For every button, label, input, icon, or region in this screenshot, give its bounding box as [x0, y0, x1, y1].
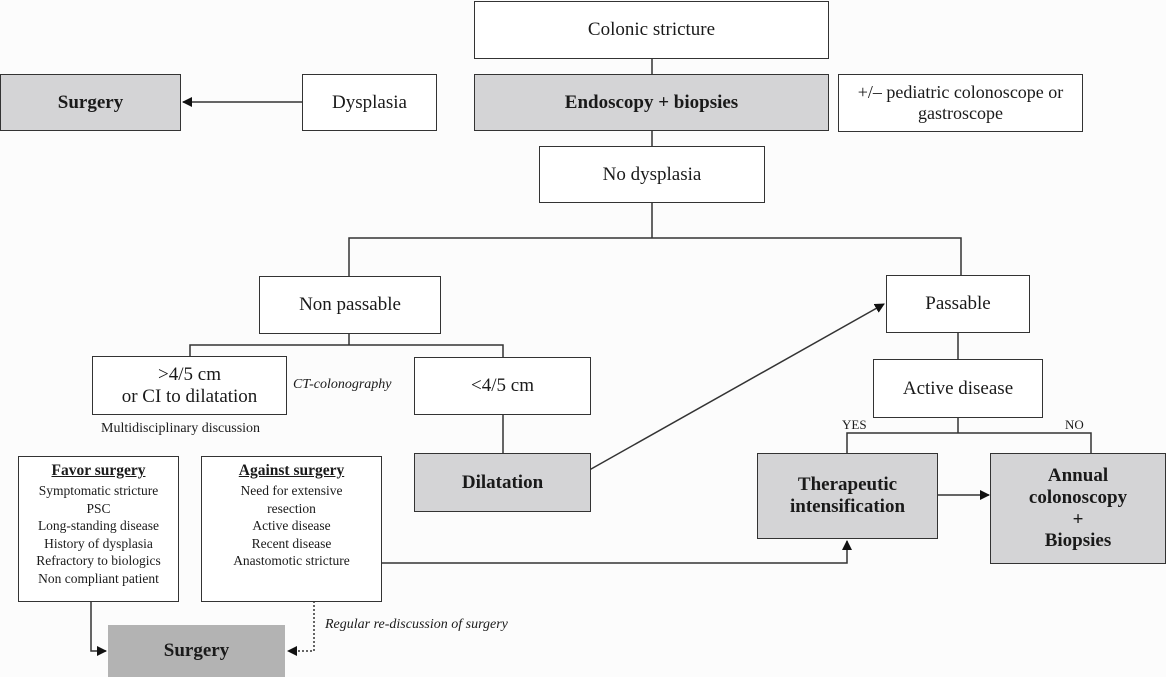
against-item: Anastomotic stricture — [233, 553, 350, 568]
node-label-line-2: intensification — [789, 496, 906, 517]
node-label: Surgery — [163, 640, 230, 662]
node-label-line-2: or CI to dilatation — [121, 385, 258, 407]
node-label: Colonic stricture — [587, 19, 716, 41]
node-annual-colonoscopy: Annual colonoscopy + Biopsies — [990, 453, 1166, 564]
edge-against-surgery-dotted — [287, 601, 315, 656]
node-label: <4/5 cm — [471, 375, 534, 397]
edge-favor-surgery — [90, 601, 107, 656]
node-colonic-stricture: Colonic stricture — [474, 1, 829, 59]
favor-surgery-box: Favor surgery Symptomatic stricture PSC … — [18, 456, 179, 602]
note-pediatric-colonoscope: +/– pediatric colonoscope or gastroscope — [838, 74, 1083, 132]
node-label-line-1: >4/5 cm — [158, 363, 221, 385]
node-label: No dysplasia — [602, 163, 702, 185]
against-item: resection — [267, 500, 316, 516]
node-active-disease: Active disease — [873, 359, 1043, 418]
favor-item: Long-standing disease — [37, 518, 160, 533]
favor-item: History of dysplasia — [44, 535, 153, 551]
node-label: Dilatation — [461, 471, 544, 493]
node-label: Surgery — [57, 91, 124, 113]
node-non-passable: Non passable — [259, 276, 441, 334]
node-label: Non passable — [299, 294, 401, 316]
ct-colonography-label: CT-colonography — [293, 377, 392, 392]
rediscussion-label: Regular re-discussion of surgery — [325, 617, 508, 632]
no-label: NO — [1065, 417, 1084, 432]
against-item: Need for extensive — [240, 483, 343, 498]
favor-surgery-title: Favor surgery — [51, 462, 146, 479]
edge-against-therapeutic — [382, 540, 852, 564]
against-item: Active disease — [252, 518, 331, 533]
node-label: Dysplasia — [332, 91, 407, 113]
note-line-1: +/– pediatric colonoscope or — [857, 82, 1064, 103]
against-surgery-title: Against surgery — [238, 462, 345, 479]
edge-dilatation-passable — [567, 303, 885, 483]
node-label-line-3: + — [1072, 508, 1084, 530]
node-label-line-4: Biopsies — [1044, 530, 1112, 552]
yes-label: YES — [842, 417, 867, 432]
against-surgery-box: Against surgery Need for extensive resec… — [201, 456, 382, 602]
edge-split-branches — [348, 237, 962, 277]
node-label-line-2: colonoscopy — [1028, 486, 1128, 508]
node-label: Endoscopy + biopsies — [564, 91, 739, 113]
multidisciplinary-label: Multidisciplinary discussion — [101, 421, 261, 436]
node-endoscopy-biopsies: Endoscopy + biopsies — [474, 74, 829, 131]
node-long-stricture: >4/5 cm or CI to dilatation — [92, 356, 287, 415]
favor-item: PSC — [86, 500, 111, 516]
node-dysplasia: Dysplasia — [302, 74, 437, 131]
favor-item: Symptomatic stricture — [38, 483, 159, 498]
edge-nonpassable-branches — [189, 344, 504, 357]
node-short-stricture: <4/5 cm — [414, 357, 591, 415]
node-label: Active disease — [902, 377, 1014, 399]
node-therapeutic-intensification: Therapeutic intensification — [757, 453, 938, 539]
favor-item: Non compliant patient — [38, 570, 159, 586]
node-surgery-bottom: Surgery — [108, 625, 285, 677]
favor-item: Refractory to biologics — [36, 553, 161, 568]
node-label: Passable — [925, 293, 991, 315]
note-line-2: gastroscope — [918, 103, 1003, 123]
node-passable: Passable — [886, 275, 1030, 333]
against-item: Recent disease — [251, 535, 332, 551]
node-no-dysplasia: No dysplasia — [539, 146, 765, 203]
edge-yes-no-branches — [846, 432, 1092, 453]
node-label-line-1: Therapeutic — [797, 474, 898, 496]
node-dilatation: Dilatation — [414, 453, 591, 512]
node-surgery-top: Surgery — [0, 74, 181, 131]
node-label-line-1: Annual — [1047, 464, 1109, 486]
